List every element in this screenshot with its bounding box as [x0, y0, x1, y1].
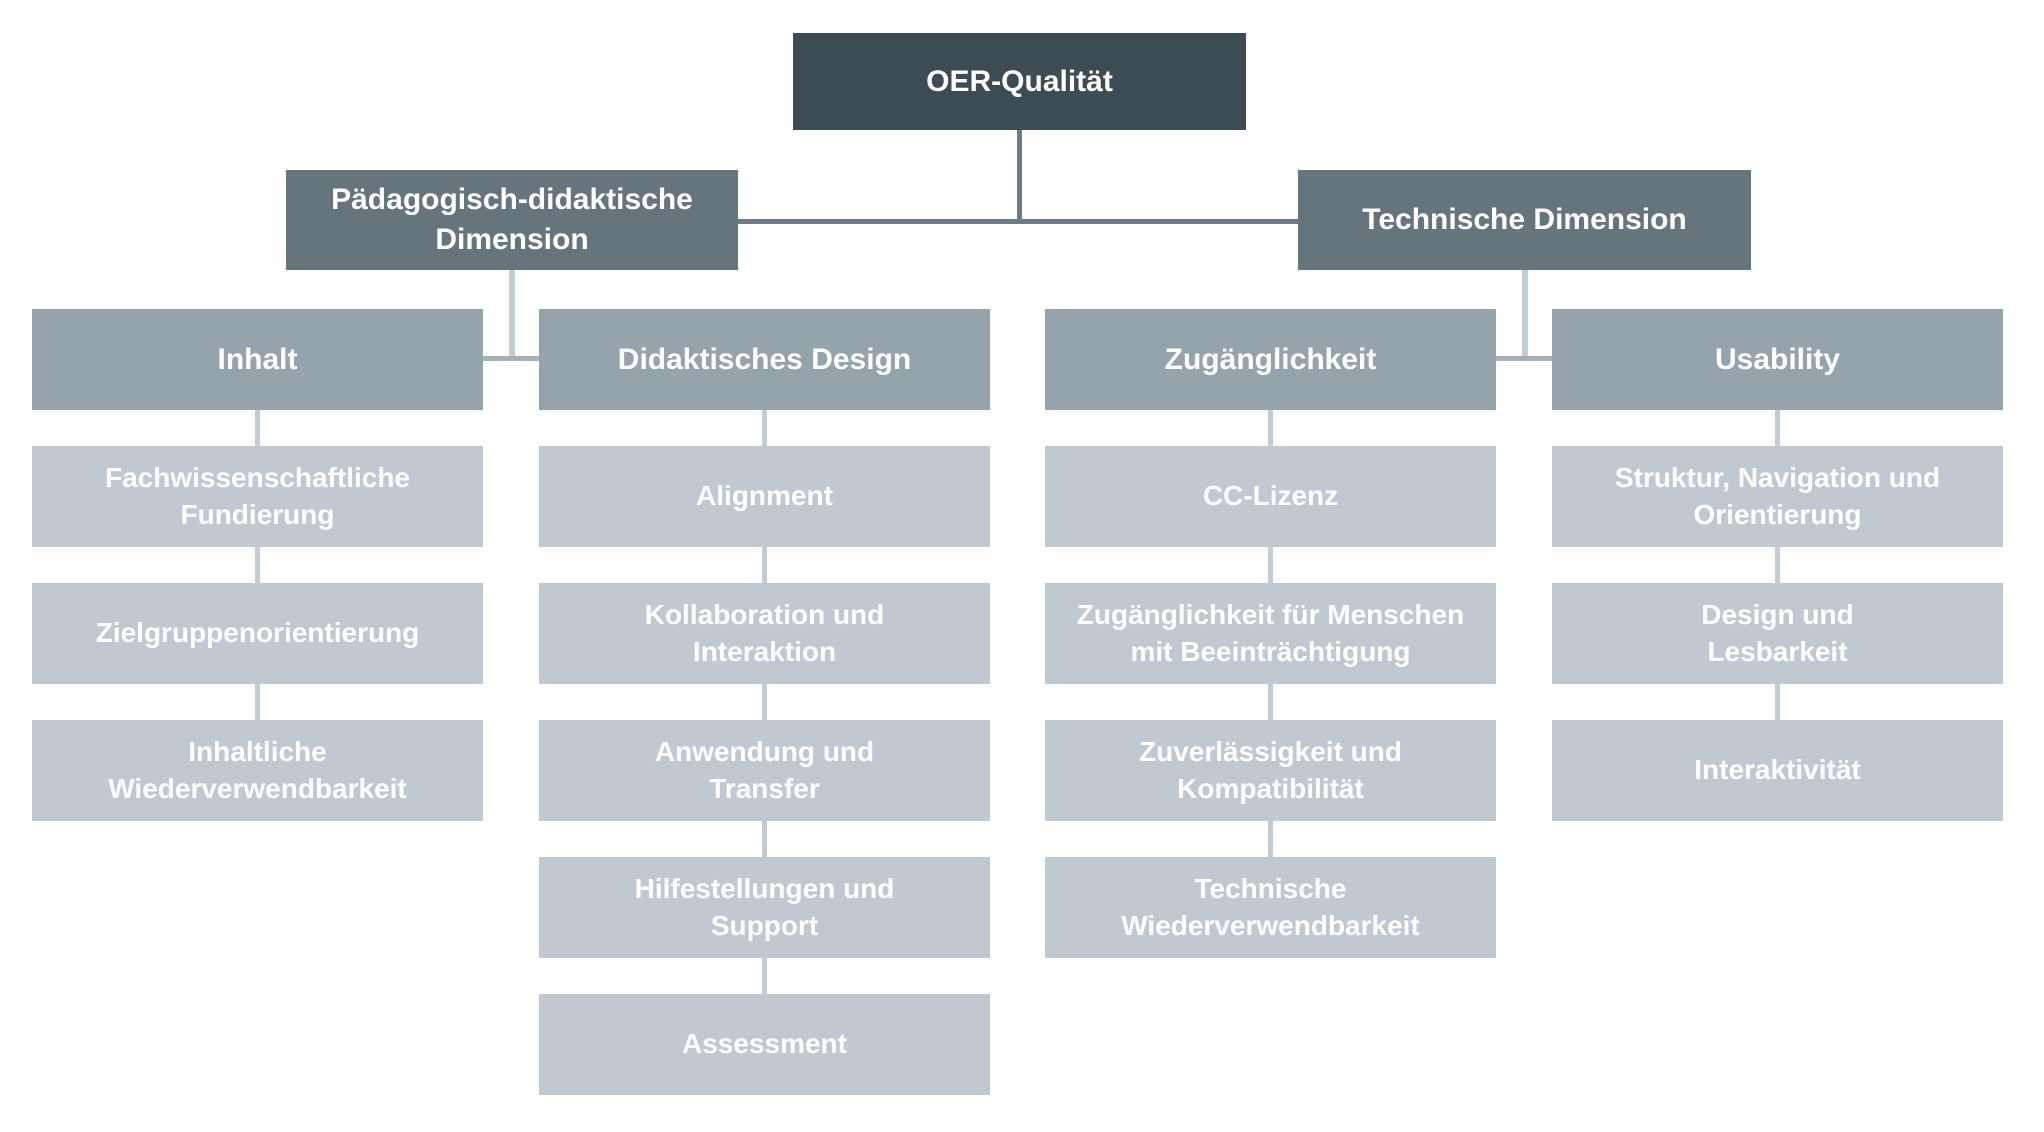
connector-column-didaktisches-design-spine [762, 410, 767, 996]
item-anwendung-und-transfer: Anwendung und Transfer [539, 720, 990, 821]
root-box-oer-qualitaet: OER-Qualität [793, 33, 1246, 130]
connector-dimensions-horizontal [738, 219, 1298, 224]
item-design-und-lesbarkeit: Design und Lesbarkeit [1552, 583, 2003, 684]
connector-column-inhalt-spine [255, 410, 260, 722]
column-header-usability: Usability [1552, 309, 2003, 410]
column-header-inhalt: Inhalt [32, 309, 483, 410]
connector-dimension-left-vertical [509, 270, 515, 359]
item-inhaltliche-wiederverwendbarkeit: Inhaltliche Wiederverwendbarkeit [32, 720, 483, 821]
connector-group-left-horizontal [483, 356, 539, 361]
item-zielgruppenorientierung: Zielgruppenorientierung [32, 583, 483, 684]
item-assessment: Assessment [539, 994, 990, 1095]
item-interaktivitaet: Interaktivität [1552, 720, 2003, 821]
connector-group-right-horizontal [1496, 356, 1552, 361]
column-header-zugaenglichkeit: Zugänglichkeit [1045, 309, 1496, 410]
dimension-box-technisch: Technische Dimension [1298, 170, 1751, 270]
item-technische-wiederverwendbarkeit: Technische Wiederverwendbarkeit [1045, 857, 1496, 958]
connector-root-vertical [1017, 130, 1022, 224]
item-zuverlaessigkeit-und-kompatibilitaet: Zuverlässigkeit und Kompatibilität [1045, 720, 1496, 821]
item-alignment: Alignment [539, 446, 990, 547]
item-hilfestellungen-und-support: Hilfestellungen und Support [539, 857, 990, 958]
item-zugaenglichkeit-fuer-menschen: Zugänglichkeit für Menschen mit Beeinträ… [1045, 583, 1496, 684]
connector-dimension-right-vertical [1522, 270, 1528, 359]
item-fachwissenschaftliche-fundierung: Fachwissenschaftliche Fundierung [32, 446, 483, 547]
dimension-box-paedagogisch-didaktisch: Pädagogisch-didaktische Dimension [286, 170, 738, 270]
item-kollaboration-und-interaktion: Kollaboration und Interaktion [539, 583, 990, 684]
connector-column-usability-spine [1775, 410, 1780, 722]
item-struktur-navigation-orientierung: Struktur, Navigation und Orientierung [1552, 446, 2003, 547]
item-cc-lizenz: CC-Lizenz [1045, 446, 1496, 547]
column-header-didaktisches-design: Didaktisches Design [539, 309, 990, 410]
